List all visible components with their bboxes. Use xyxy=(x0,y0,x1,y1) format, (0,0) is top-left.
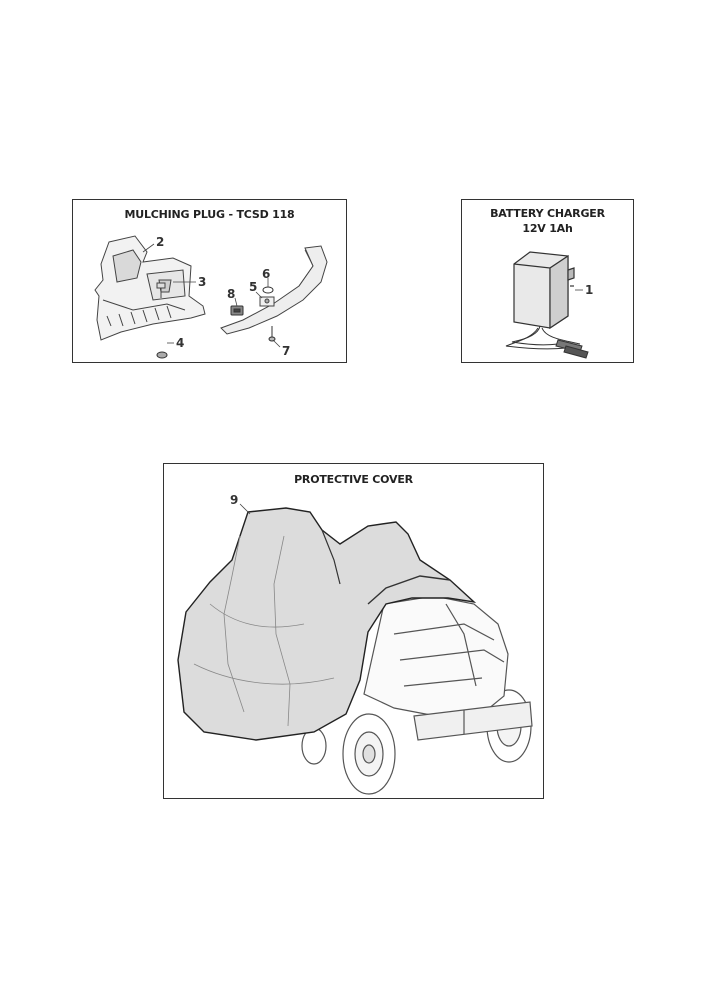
callout-2: 2 xyxy=(156,235,164,249)
callout-7: 7 xyxy=(282,344,290,358)
protective-cover-panel: PROTECTIVE COVER xyxy=(163,463,544,799)
charger-cable xyxy=(505,325,581,350)
callout-6: 6 xyxy=(262,267,270,281)
callout-1: 1 xyxy=(585,283,593,297)
callout-5: 5 xyxy=(249,280,257,294)
screw-part-7 xyxy=(268,326,276,342)
clamp-black xyxy=(563,345,589,359)
mulching-plug-title: MULCHING PLUG - TCSD 118 xyxy=(124,208,295,221)
plate-part-5 xyxy=(259,296,275,307)
callout-4: 4 xyxy=(176,336,184,350)
nut-part-4 xyxy=(156,351,168,359)
charger-unit xyxy=(513,251,575,330)
mulching-plug-part xyxy=(94,235,206,341)
mulching-plug-panel: MULCHING PLUG - TCSD 118 xyxy=(72,199,347,363)
protective-cover-illustration: 9 xyxy=(177,493,533,795)
bolt-part-3 xyxy=(156,282,166,298)
protective-cover-fabric xyxy=(177,507,477,741)
protective-cover-title: PROTECTIVE COVER xyxy=(294,473,413,486)
callout-8: 8 xyxy=(227,287,235,301)
bracket-part xyxy=(220,245,328,335)
clip-part-8 xyxy=(230,305,244,316)
battery-charger-subtitle: 12V 1Ah xyxy=(522,222,573,235)
mulching-plug-illustration: 2 3 4 8 5 6 7 xyxy=(94,235,328,359)
battery-charger-panel: BATTERY CHARGER 12V 1Ah 1 xyxy=(461,199,634,363)
battery-charger-illustration: 1 xyxy=(505,251,593,359)
battery-charger-title: BATTERY CHARGER xyxy=(490,207,605,220)
callout-9: 9 xyxy=(230,493,238,507)
tractor-drawing xyxy=(301,595,533,795)
washer-part-6 xyxy=(262,286,274,294)
callout-3: 3 xyxy=(198,275,206,289)
